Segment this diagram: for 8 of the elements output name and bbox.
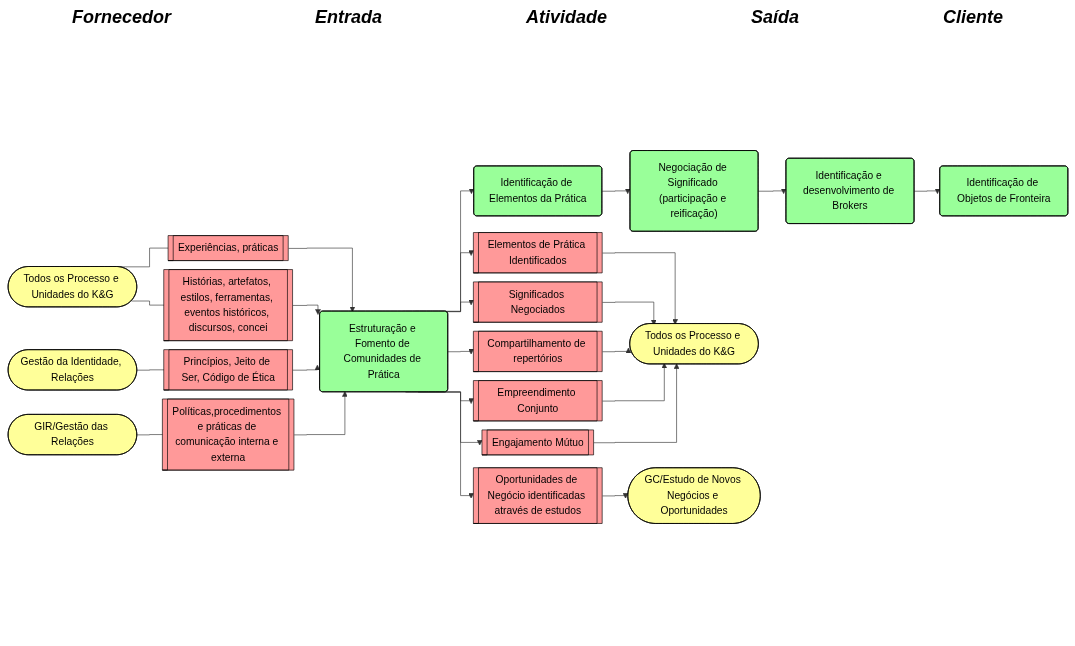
column-heading: Saída xyxy=(751,6,799,28)
column-heading: Atividade xyxy=(526,6,607,28)
connector xyxy=(136,369,164,371)
column-heading: Fornecedor xyxy=(72,6,171,28)
column-heading: Entrada xyxy=(315,6,382,28)
column-heading: Cliente xyxy=(943,6,1003,28)
connector xyxy=(130,300,164,306)
connector xyxy=(136,434,163,436)
